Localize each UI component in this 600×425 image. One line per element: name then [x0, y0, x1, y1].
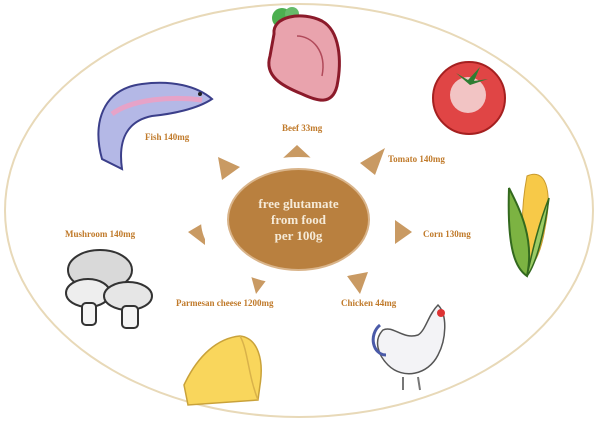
center-line-1: free glutamate [258, 195, 339, 211]
ray-top-right [360, 148, 385, 175]
cheese-label: Parmesan cheese 1200mg [176, 298, 274, 308]
mushroom-icon [65, 249, 153, 329]
corn-icon [507, 173, 550, 278]
center-line-3: per 100g [274, 227, 323, 243]
fish-label: Fish 140mg [145, 132, 190, 142]
corn-label: Corn 130mg [423, 229, 471, 239]
tomato-label: Tomato 140mg [388, 154, 445, 164]
cheese-icon [183, 335, 262, 406]
center-line-2: from food [270, 211, 326, 227]
beef-icon [267, 7, 341, 102]
ray-top [283, 145, 311, 158]
ray-top-left [218, 157, 240, 180]
beef-label: Beef 33mg [282, 123, 323, 133]
chicken-label: Chicken 44mg [341, 298, 397, 308]
center-badge: free glutamate from food per 100g [227, 168, 370, 271]
tomato-icon [432, 61, 506, 135]
ray-bottom-right [347, 272, 368, 294]
outer-ellipse [4, 3, 594, 418]
fish-icon [97, 81, 214, 171]
ray-left [188, 222, 205, 245]
ray-right [395, 220, 412, 244]
mushroom-label: Mushroom 140mg [65, 229, 136, 239]
chicken-icon [371, 303, 446, 391]
